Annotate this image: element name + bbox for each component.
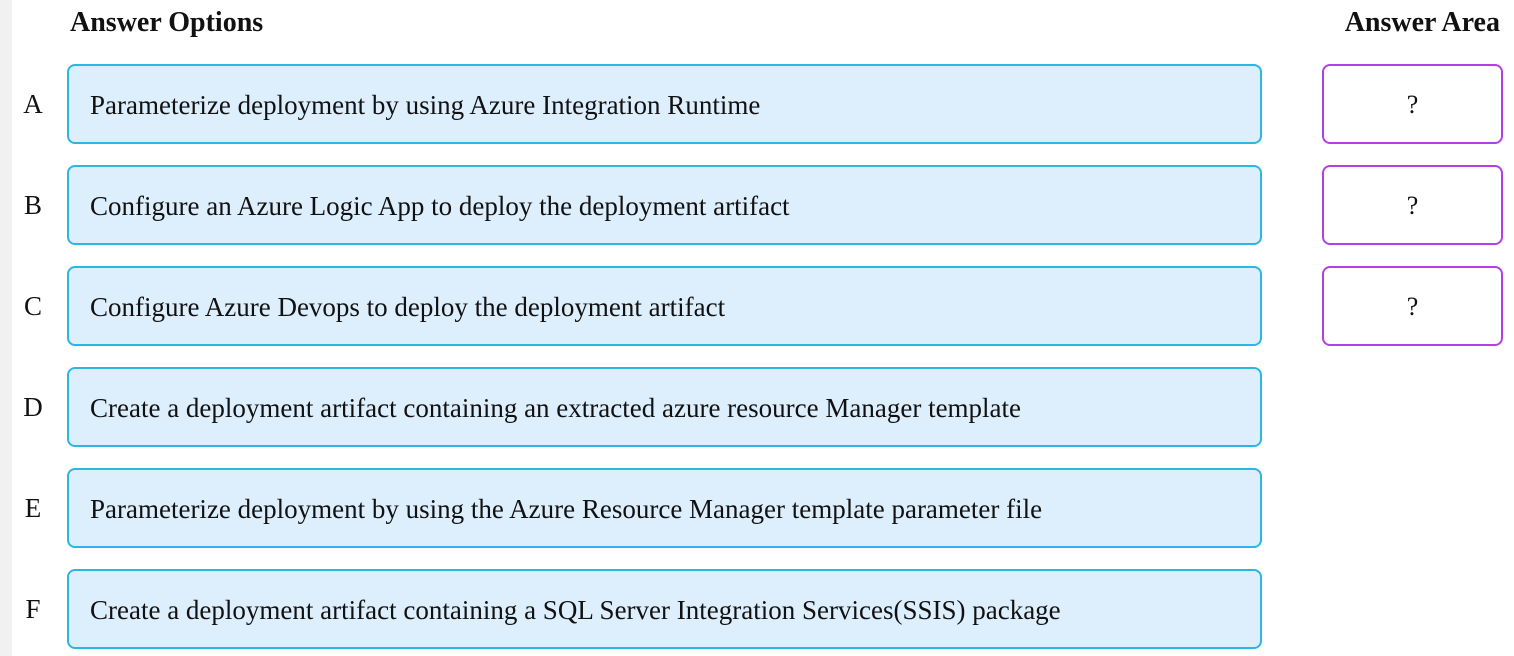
option-text: Configure an Azure Logic App to deploy t…: [90, 191, 790, 221]
option-text: Create a deployment artifact containing …: [90, 393, 1022, 423]
option-card-c[interactable]: Configure Azure Devops to deploy the dep…: [67, 266, 1262, 346]
option-row-e: E Parameterize deployment by using the A…: [0, 468, 1262, 548]
answer-slot-1[interactable]: ?: [1322, 64, 1503, 144]
option-row-d: D Create a deployment artifact containin…: [0, 367, 1262, 447]
option-letter: D: [23, 392, 43, 422]
option-card-b[interactable]: Configure an Azure Logic App to deploy t…: [67, 165, 1262, 245]
left-gutter: [0, 0, 12, 656]
option-row-b: B Configure an Azure Logic App to deploy…: [0, 165, 1262, 245]
option-text: Parameterize deployment by using the Azu…: [90, 494, 1043, 524]
option-card-f[interactable]: Create a deployment artifact containing …: [67, 569, 1262, 649]
answer-slot-2[interactable]: ?: [1322, 165, 1503, 245]
answer-options-heading: Answer Options: [70, 7, 264, 38]
option-letter: B: [23, 190, 42, 220]
answer-slot-3[interactable]: ?: [1322, 266, 1503, 346]
option-text: Parameterize deployment by using Azure I…: [90, 90, 761, 120]
option-card-d[interactable]: Create a deployment artifact containing …: [67, 367, 1262, 447]
option-letter: F: [25, 594, 41, 624]
option-text: Configure Azure Devops to deploy the dep…: [90, 292, 726, 322]
option-card-a[interactable]: Parameterize deployment by using Azure I…: [67, 64, 1262, 144]
option-letter: E: [24, 493, 42, 523]
option-letter: A: [23, 89, 43, 119]
option-row-c: C Configure Azure Devops to deploy the d…: [0, 266, 1262, 346]
option-row-f: F Create a deployment artifact containin…: [0, 569, 1262, 649]
answer-area-heading: Answer Area: [1344, 7, 1500, 38]
option-row-a: A Parameterize deployment by using Azure…: [0, 64, 1262, 144]
option-card-e[interactable]: Parameterize deployment by using the Azu…: [67, 468, 1262, 548]
option-letter: C: [23, 291, 42, 321]
option-text: Create a deployment artifact containing …: [90, 595, 1061, 625]
